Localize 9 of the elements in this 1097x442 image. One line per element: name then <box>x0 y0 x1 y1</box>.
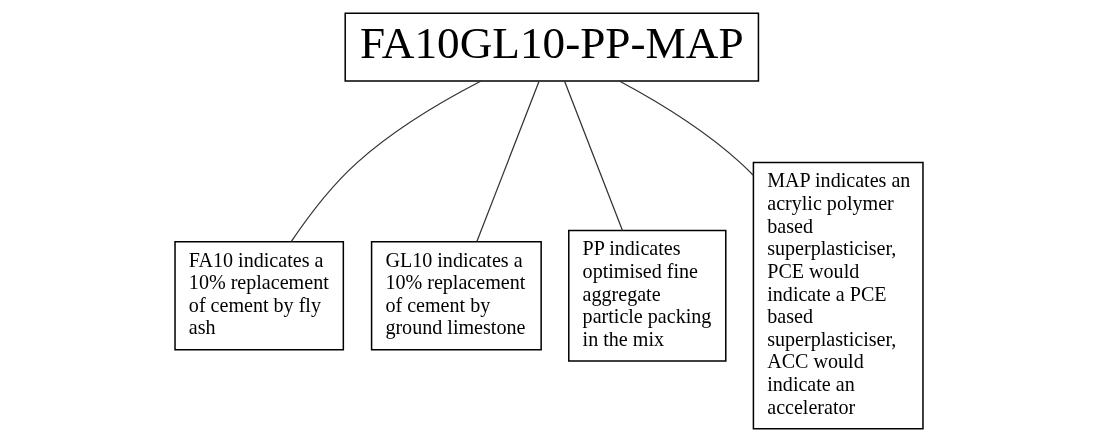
node-box: GL10 indicates a 10% replacement of cement by ground limestone <box>370 240 542 351</box>
node-box: MAP indicates an acrylic polymer based superplasticiser, PCE would indicate a PCE based superplasticiser, ACC would indicate an accelerator <box>752 161 924 430</box>
connector <box>475 80 540 242</box>
connector <box>618 80 754 176</box>
node-box: FA10 indicates a 10% replacement of cement by fly ash <box>173 240 344 351</box>
node-box: PP indicates optimised fine aggregate particle packing in the mix <box>567 229 727 362</box>
connector <box>290 80 482 243</box>
connector <box>563 80 623 231</box>
node-box: FA10GL10-PP-MAP <box>343 12 759 82</box>
